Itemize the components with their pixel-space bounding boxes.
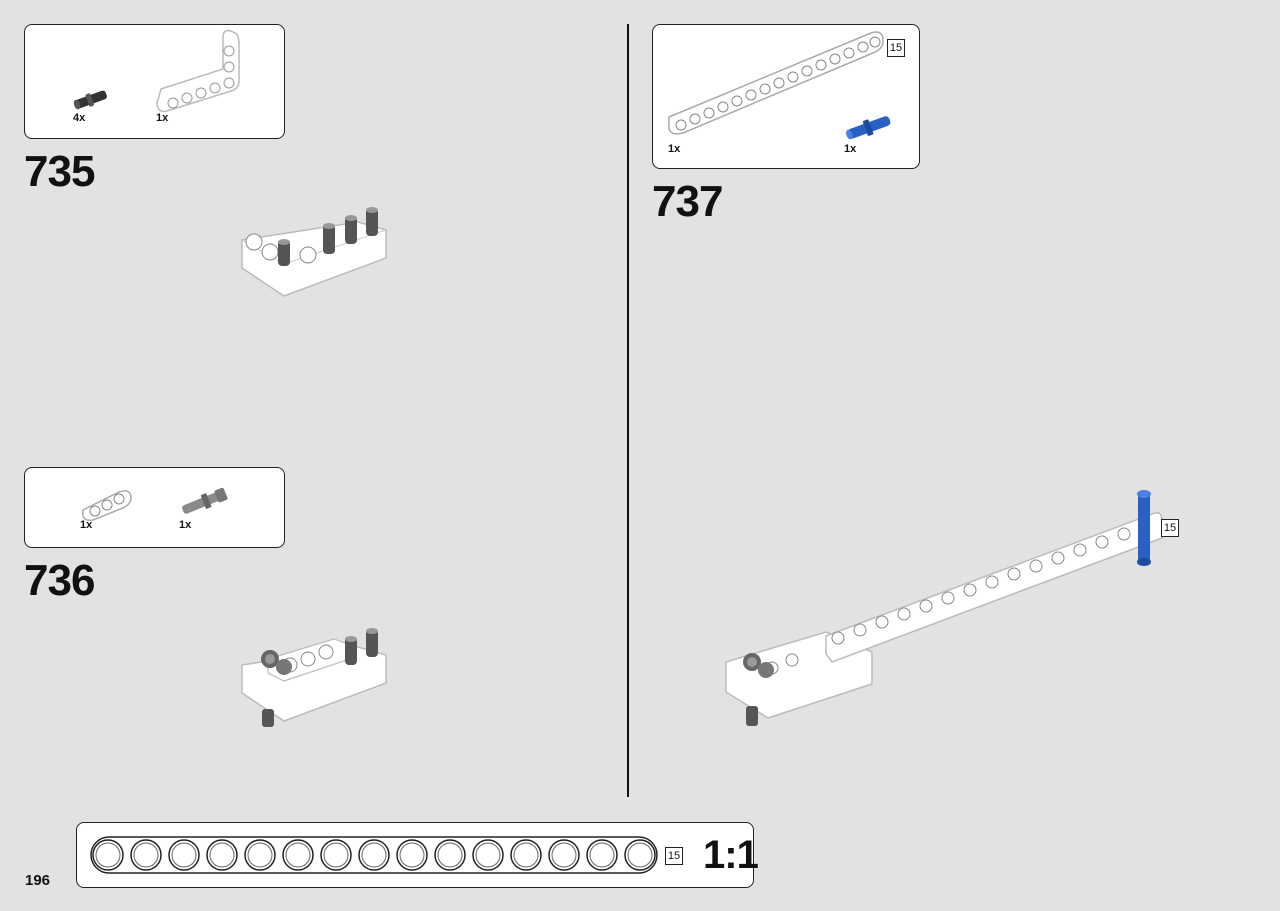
ruler-hole-inner [285,842,311,868]
ruler-hole-inner [209,842,235,868]
ruler-hole [358,839,390,871]
callout-length-label: 15 [1161,519,1179,537]
ruler-hole [510,839,542,871]
ruler-beam [90,836,658,874]
ruler-hole-inner [437,842,463,868]
white-15-beam-icon [668,31,884,135]
ruler-hole [168,839,200,871]
column-divider [627,24,629,797]
page-number: 196 [25,872,51,889]
ruler-hole-inner [361,842,387,868]
ruler-hole-inner [247,842,273,868]
part-qty: 1x [179,519,192,531]
step-737-parts-box: 15 1x 1x [652,24,920,169]
ruler-hole [434,839,466,871]
ruler-hole-inner [95,842,121,868]
ruler-hole [396,839,428,871]
ruler-hole-inner [475,842,501,868]
white-3-beam-icon [81,490,132,522]
blue-pin-icon [846,116,891,140]
part-qty: 1x [668,143,681,155]
ruler-length-label: 15 [665,847,683,865]
ruler-hole-inner [133,842,159,868]
part-qty: 1x [156,112,169,124]
ruler-hole-inner [323,842,349,868]
ruler-hole [92,839,124,871]
ruler-hole [586,839,618,871]
ruler-hole [130,839,162,871]
ruler-hole [472,839,504,871]
step-736-assembly-illustration [241,628,387,727]
step-number: 736 [24,556,95,605]
ruler-hole-inner [171,842,197,868]
ruler-hole [320,839,352,871]
ruler-hole [282,839,314,871]
black-axle-pin-icon [73,90,107,110]
step-number: 735 [24,147,95,196]
step-735-assembly-illustration [241,207,387,297]
ruler-hole [206,839,238,871]
ruler-hole-inner [513,842,539,868]
ruler-hole-inner [399,842,425,868]
step-number: 737 [652,177,723,226]
step-736-parts-box: 1x 1x [24,467,285,548]
white-l-beam-icon [156,29,240,113]
ruler-hole-inner [551,842,577,868]
part-qty: 4x [73,112,86,124]
scale-ruler-box: 15 [76,822,754,888]
ruler-hole [548,839,580,871]
ruler-hole-inner [589,842,615,868]
ruler-hole [244,839,276,871]
step-735-parts-box: 4x 1x [24,24,285,139]
part-qty: 1x [844,143,857,155]
part-qty: 1x [80,519,93,531]
ruler-hole-inner [627,842,653,868]
beam-length-label: 15 [887,39,905,57]
grey-axle-pin-icon [182,487,228,514]
step-737-assembly-illustration [725,490,1163,726]
ruler-hole [624,839,656,871]
scale-label: 1:1 [703,833,759,877]
